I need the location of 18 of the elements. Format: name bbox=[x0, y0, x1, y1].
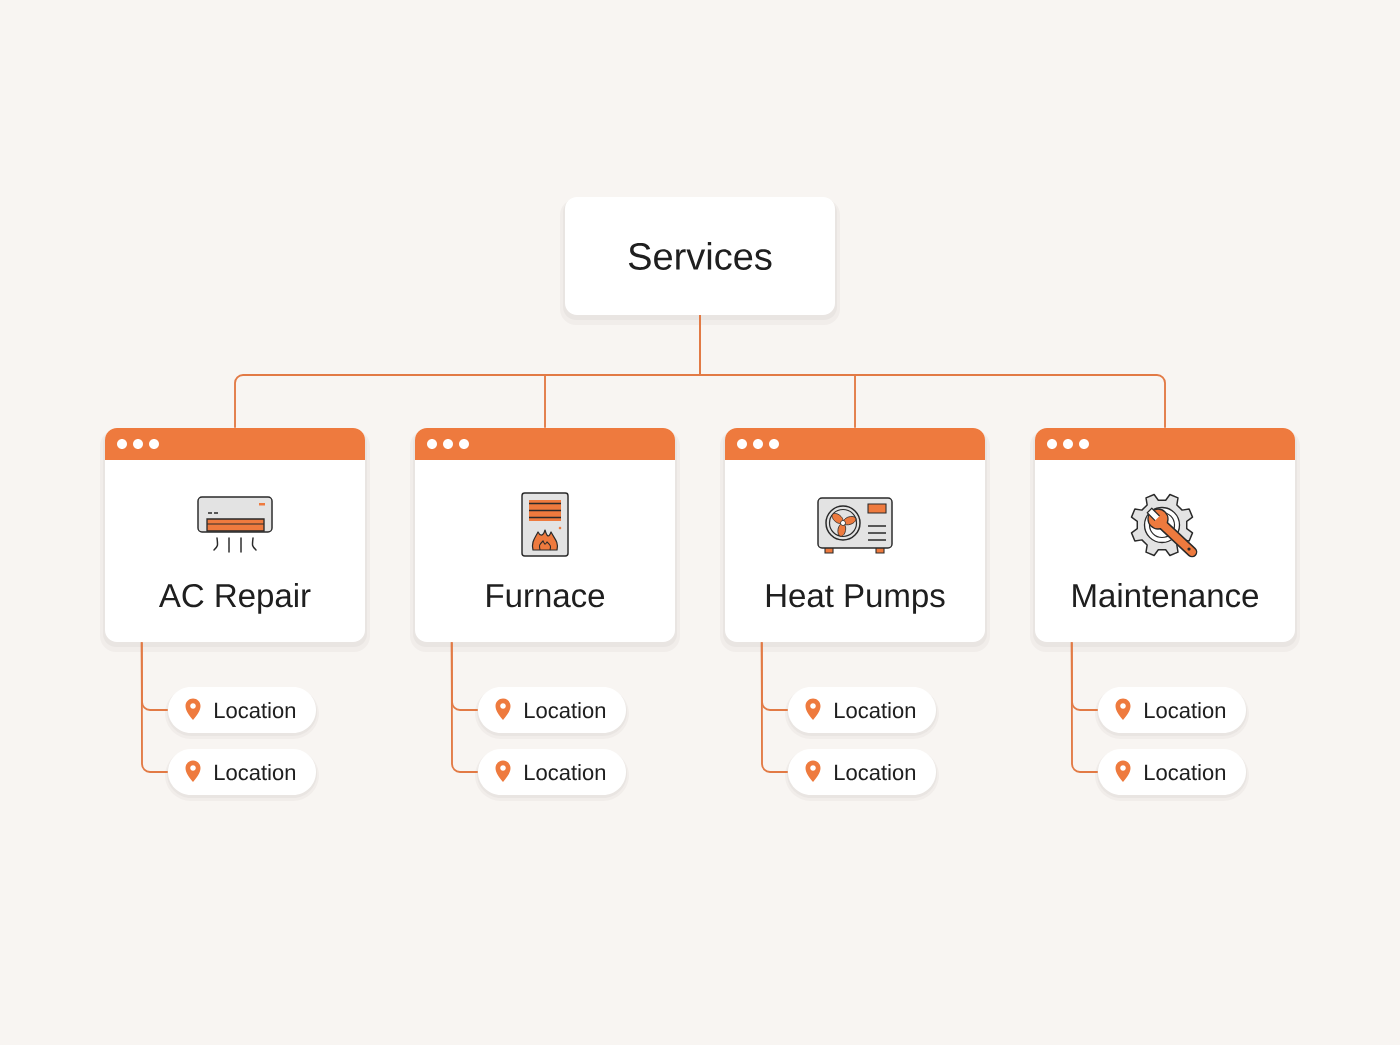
location-pill: Location bbox=[475, 687, 629, 739]
connector-line bbox=[699, 314, 1166, 429]
location-pill: Location bbox=[1095, 749, 1249, 801]
location-pill: Location bbox=[1095, 687, 1249, 739]
window-card: Furnace bbox=[410, 428, 680, 652]
root-box: Services bbox=[560, 197, 840, 325]
connector-line bbox=[1070, 641, 1099, 773]
location-pill: Location bbox=[785, 749, 939, 801]
connector-line bbox=[450, 641, 479, 773]
location-pill: Location bbox=[785, 687, 939, 739]
connector-line bbox=[140, 641, 169, 773]
connector-line bbox=[760, 641, 789, 773]
location-pill: Location bbox=[165, 687, 319, 739]
location-pill: Location bbox=[165, 749, 319, 801]
window-card: Maintenance bbox=[1030, 428, 1300, 652]
location-pill: Location bbox=[475, 749, 629, 801]
window-card: AC Repair bbox=[100, 428, 370, 652]
window-card: Heat Pumps bbox=[720, 428, 990, 652]
